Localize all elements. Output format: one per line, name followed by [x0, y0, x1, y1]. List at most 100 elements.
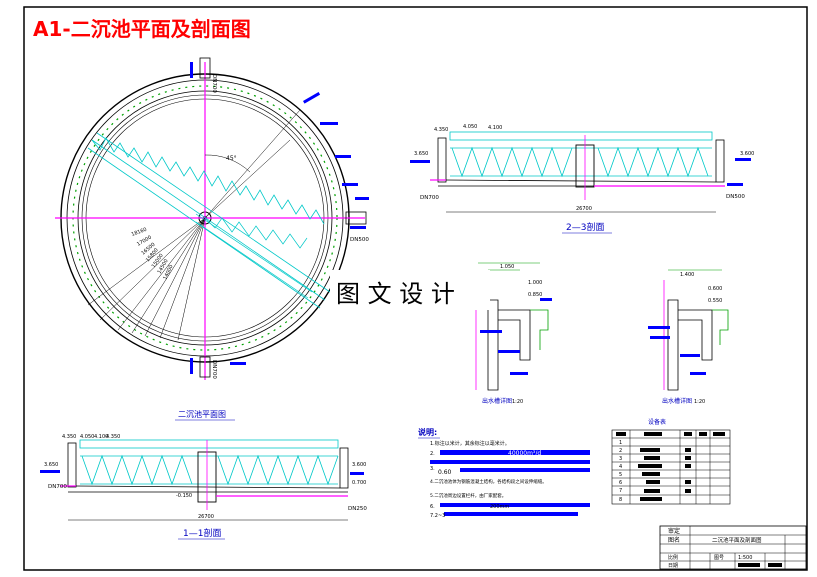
- sec23-pipe-right-label: DN500: [726, 194, 745, 200]
- notes-unit: 200mm: [490, 504, 509, 510]
- plan-angle-label: 45°: [226, 155, 237, 162]
- detail-right-dim-text: 0.600: [708, 286, 722, 292]
- plan-radial-line: [131, 217, 206, 334]
- plan-view: 45° DN700 DN700 DN500: [55, 57, 369, 421]
- sheet-title: A1-二沉池平面及剖面图: [33, 17, 251, 41]
- sec11-level-tag: [40, 470, 60, 473]
- notes-line: 1.标注以米计，其余标注以毫米计。: [430, 440, 510, 447]
- outer-frame: [23, 6, 808, 571]
- sec11-level: 4.100: [94, 434, 108, 440]
- equipment-row-no: 5: [619, 472, 622, 478]
- sec23-pipe-tag: [727, 183, 743, 186]
- detail-right-tag: [648, 326, 670, 329]
- plan-scraper-arm: [195, 213, 313, 299]
- sec23-bridge-deck: [449, 131, 713, 141]
- notes-bar: [440, 503, 590, 507]
- detail-right-scale: 1:20: [694, 399, 705, 405]
- plan-radial-line: [117, 217, 206, 331]
- plan-right-pipe-label: DN500: [350, 237, 369, 243]
- plan-radial-line: [159, 217, 206, 339]
- notes-heading: 说明:: [418, 427, 437, 437]
- detail-left-dim-text: 1.050: [500, 264, 514, 270]
- plan-top-marker: [190, 62, 193, 78]
- notes-spacing: 0.60: [438, 469, 452, 476]
- equipment-row-no: 8: [619, 497, 622, 503]
- detail-right-tag-4: [690, 372, 706, 375]
- notes-block: 说明: 1.标注以米计，其余标注以毫米计。 2. 40000m³/d 3. 0.…: [418, 427, 590, 519]
- equipment-frame: [611, 429, 731, 505]
- detail-left-dim-text: 0.850: [528, 292, 542, 298]
- plan-radial-line: [204, 109, 301, 219]
- equipment-table: 设备表 1 2 3 4 5 6 7 8: [611, 418, 731, 505]
- equipment-row-no: 4: [619, 464, 622, 470]
- detail-left-tag-3: [510, 372, 528, 375]
- detail-right-tag-2: [650, 336, 670, 339]
- sec11-level: 4.350: [106, 434, 120, 440]
- sec11-left-level: 3.650: [44, 462, 58, 468]
- title-block-review: 审定: [668, 527, 680, 535]
- title-block-date-label: 日期: [668, 563, 678, 569]
- plan-bottom-pipe: [199, 356, 211, 378]
- detail-left-scale: 1:20: [512, 399, 523, 405]
- title-block-scale-value: 1:500: [738, 555, 752, 561]
- detail-right-dim-text: 1.400: [680, 272, 694, 278]
- detail-right-dim-text: 0.550: [708, 298, 722, 304]
- sec11-level: 4.050: [80, 434, 94, 440]
- sec11-left-wall: [67, 442, 77, 488]
- sec23-right-level: 3.600: [740, 151, 754, 157]
- plan-radial-line: [87, 217, 206, 306]
- sec23-level: 4.350: [434, 127, 448, 133]
- sec11-pipe-left-label: DN700: [48, 484, 67, 490]
- sec11-bridge-truss: [81, 454, 339, 486]
- title-block-frame: [659, 525, 807, 570]
- sec23-pipe-left-label: DN700: [420, 195, 439, 201]
- sec11-dim-text: 26700: [198, 514, 214, 520]
- notes-highlight: 40000m³/d: [508, 450, 541, 457]
- sec23-level: 4.050: [463, 124, 477, 130]
- detail-left-wall: [487, 299, 499, 391]
- plan-bottom-pipe-label: DN700: [211, 360, 217, 379]
- notes-bar: [444, 512, 578, 516]
- title-block-number-label: 图号: [714, 555, 724, 561]
- detail-right-tag-3: [680, 354, 700, 357]
- sec23-bridge-truss: [451, 146, 709, 178]
- watermark: 图 文 设 计: [330, 270, 490, 310]
- equipment-row-no: 7: [619, 488, 622, 494]
- plan-radial-line: [177, 217, 206, 341]
- plan-angle-arc: [204, 154, 251, 173]
- plan-right-marker: [350, 226, 366, 229]
- sec11-right-level-2: 0.700: [352, 480, 366, 486]
- sec23-level-tag-right: [735, 158, 751, 161]
- detail-right: 1.400 0.600 0.550 出水槽详图 1:20: [648, 269, 729, 405]
- detail-right-weir: [712, 309, 729, 345]
- detail-right-caption: 出水槽详图: [662, 397, 692, 405]
- sec11-right-level: 3.600: [352, 462, 366, 468]
- detail-left-tag: [480, 330, 502, 333]
- section-1-1: 4.350 4.050 4.100 4.350 3.650 3.600 0.70…: [40, 434, 367, 540]
- equipment-caption: 设备表: [648, 418, 666, 426]
- equipment-row-no: 1: [619, 440, 622, 446]
- detail-right-trough: [678, 309, 713, 361]
- sec11-caption: 1—1剖面: [183, 527, 221, 539]
- sec23-level: 4.100: [488, 125, 502, 131]
- sec11-right-wall: [339, 447, 349, 489]
- plan-radial-line: [204, 139, 291, 219]
- title-block: 审定 图名 二沉池平面及剖面图 比例 图号 1:500 日期: [659, 525, 807, 570]
- sec23-left-wall: [437, 137, 447, 183]
- detail-left-trough: [498, 309, 531, 361]
- sec11-bridge-deck: [79, 439, 339, 449]
- detail-left-tag-2: [498, 350, 520, 353]
- plan-tag: [342, 183, 358, 186]
- plan-tag: [303, 92, 321, 104]
- detail-left-tag-4: [540, 298, 552, 301]
- plan-bottom-marker: [190, 358, 193, 374]
- detail-right-wall: [667, 299, 679, 391]
- plan-top-pipe: [199, 57, 211, 79]
- detail-left: 1.050 1.000 0.850 出水槽详图 1:20: [475, 262, 552, 405]
- sec11-level: 4.350: [62, 434, 76, 440]
- plan-caption: 二沉池平面图: [178, 409, 226, 419]
- plan-right-pipe: [345, 211, 367, 225]
- plan-radial-dim: 18160: [131, 227, 148, 238]
- sec23-right-wall: [715, 139, 725, 183]
